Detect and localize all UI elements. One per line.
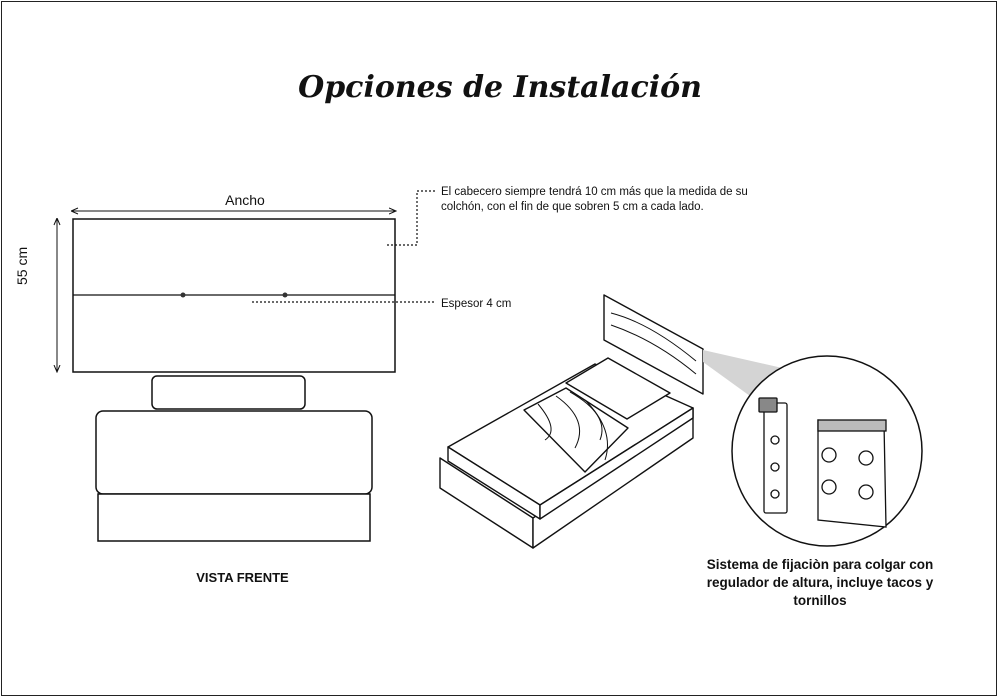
- front-view-label: VISTA FRENTE: [196, 570, 289, 585]
- width-label: Ancho: [225, 192, 265, 208]
- wall-bracket: [758, 397, 788, 514]
- fixing-system-label: Sistema de fijaciòn para colgar con regu…: [706, 557, 934, 608]
- headboard-button: [282, 292, 288, 298]
- zoom-wedge: [703, 350, 800, 396]
- mattress: [95, 410, 373, 495]
- pillow: [151, 375, 306, 410]
- headboard-bracket: [817, 419, 887, 528]
- width-note-leader: [387, 190, 437, 246]
- bed-base: [97, 493, 371, 542]
- width-note: El cabecero siempre tendrá 10 cm más que…: [441, 186, 748, 213]
- thickness-note: Espesor 4 cm: [441, 298, 512, 310]
- headboard-button: [180, 292, 186, 298]
- height-label: 55 cm: [14, 246, 30, 285]
- bed-illustration: [439, 294, 704, 549]
- page-title: Opciones de Instalación: [298, 70, 702, 105]
